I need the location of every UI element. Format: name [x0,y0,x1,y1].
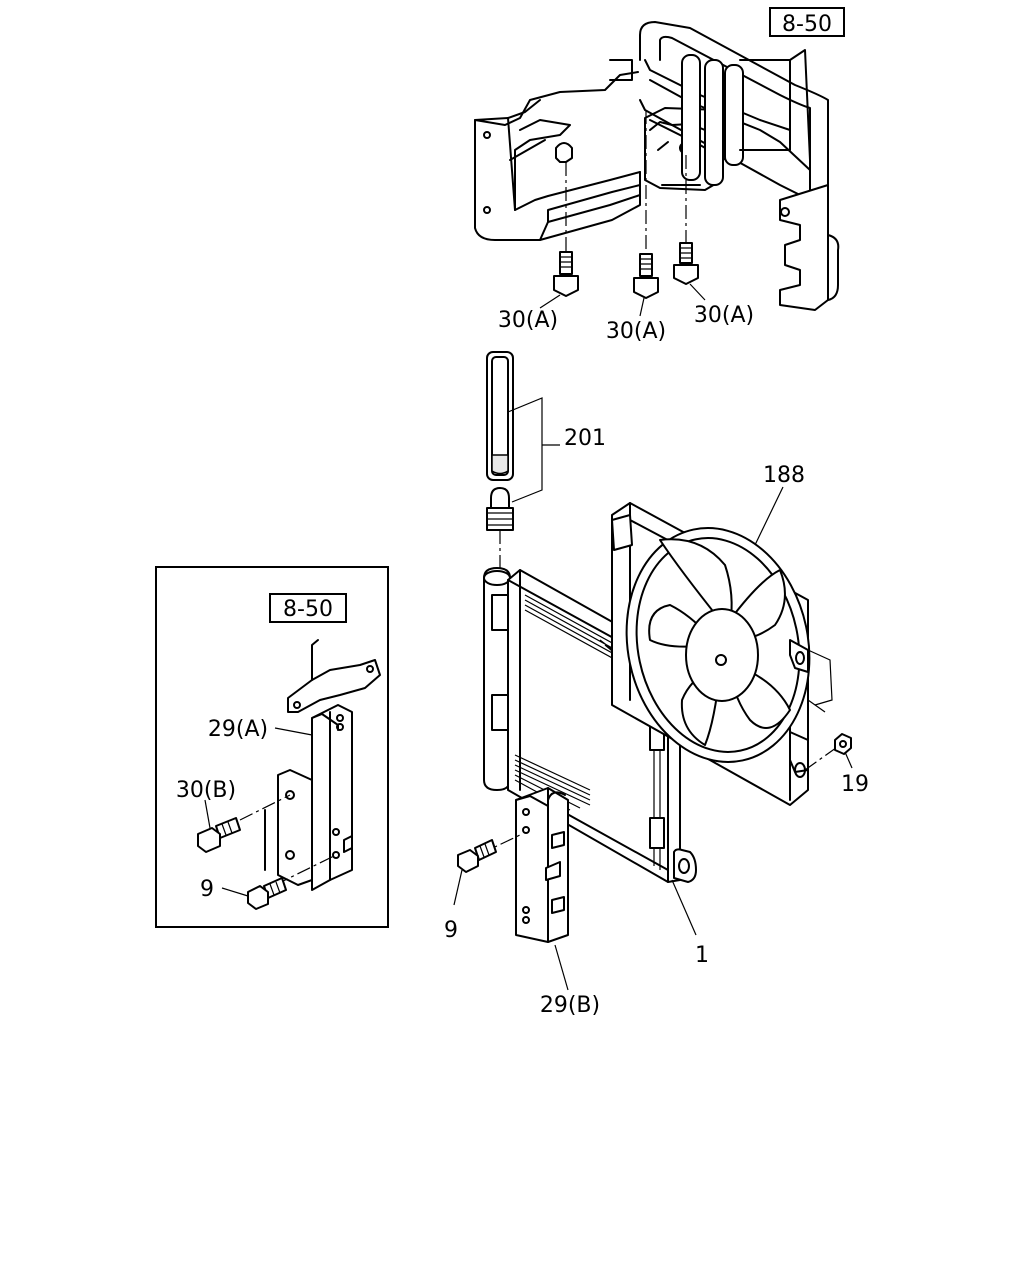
tubular-frame [639,21,840,311]
bolt-30b-icon [197,817,241,853]
label-19: 19 [841,772,869,797]
plug-icon [486,487,514,531]
reference-box-top: 8-50 [769,7,845,37]
label-201: 201 [564,426,606,451]
part-19-nut: 19 [804,733,869,797]
bolt-30a-left-icon [553,251,579,297]
label-9-inset: 9 [200,877,214,902]
label-30a-right: 30(A) [694,303,754,328]
label-29a: 29(A) [208,717,268,742]
ref-label-top: 8-50 [782,12,832,37]
label-1: 1 [695,943,709,968]
part-9-bolt-main: 9 [444,834,521,943]
label-30b: 30(B) [176,778,236,803]
bolt-9-inset-icon [247,877,287,910]
bolts-30a: 30(A) 30(A) 30(A) [498,110,754,344]
part-188-fan-assembly: 188 [611,463,833,806]
bolt-30a-right-icon [673,242,699,285]
ref-label-inset: 8-50 [283,597,333,622]
label-9-main: 9 [444,918,458,943]
inset-detail: 8-50 29(A) 30(B) [155,566,389,928]
bolt-30a-mid-icon [633,253,659,299]
label-30a-left: 30(A) [498,308,558,333]
label-188: 188 [763,463,805,488]
nut-icon [834,733,852,755]
part-29b-bracket: 29(B) [515,787,600,1018]
part-201-desiccant: 201 [486,351,606,570]
label-29b: 29(B) [540,993,600,1018]
label-30a-mid: 30(A) [606,319,666,344]
bolt-9-main-icon [457,839,497,873]
